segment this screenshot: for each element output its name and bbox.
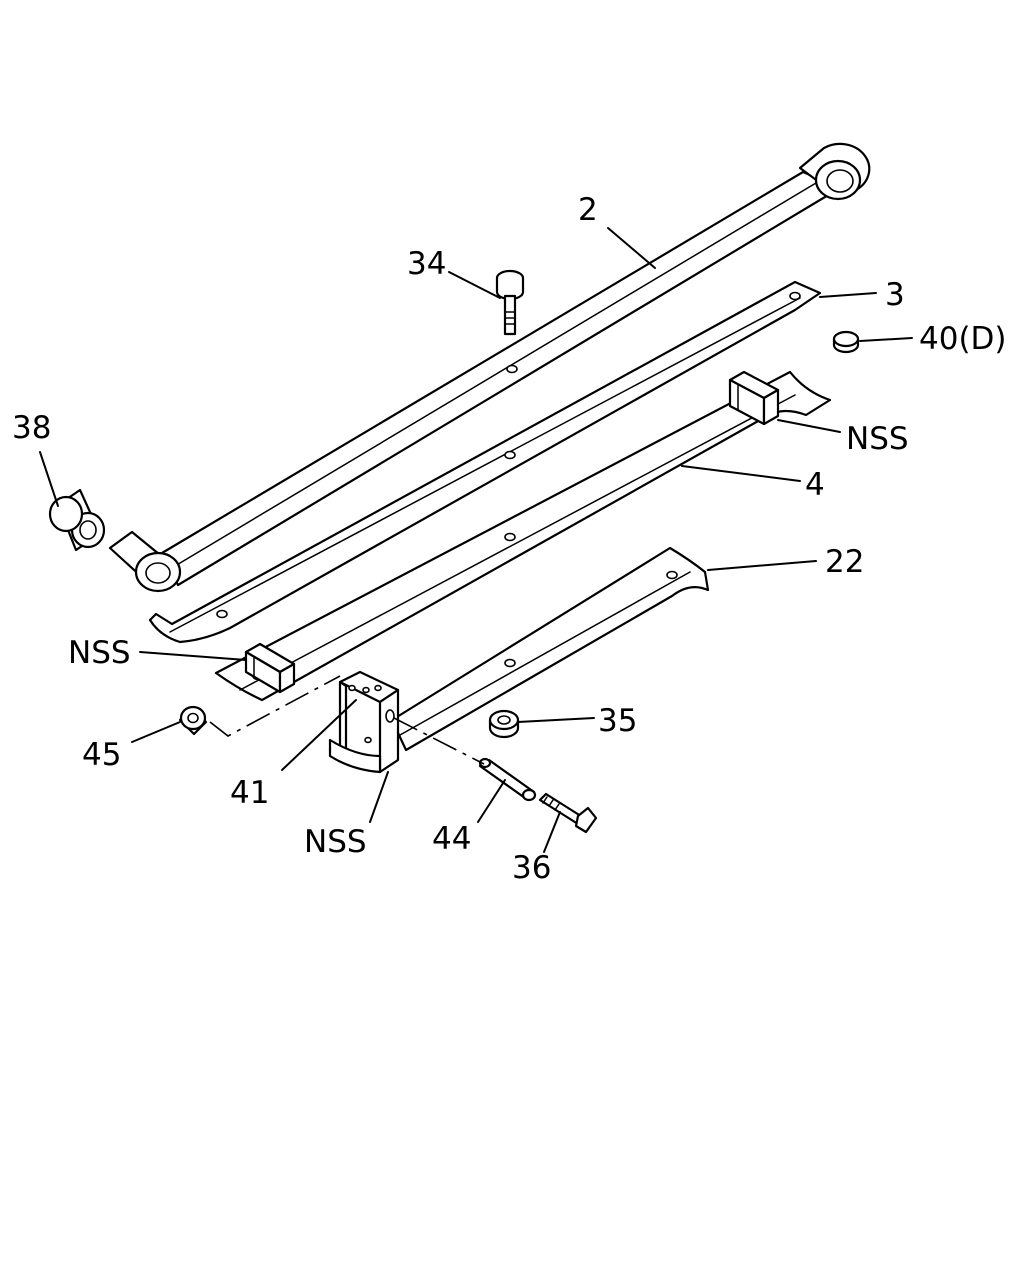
assembly-centerline-right — [393, 717, 485, 765]
callout-36: 36 — [512, 850, 551, 886]
callout-4: 4 — [805, 467, 825, 503]
second-leaf-part-3 — [148, 280, 822, 644]
callout-3: 3 — [885, 277, 905, 313]
callout-labels: 2 34 3 40(D) NSS 4 22 38 NSS 35 45 41 NS… — [12, 192, 1007, 886]
cap-part-40d — [832, 330, 860, 354]
callout-nss-bottom: NSS — [304, 824, 367, 860]
callout-40d: 40(D) — [919, 321, 1007, 357]
callout-34: 34 — [407, 246, 446, 282]
nut-part-35 — [488, 709, 520, 739]
callout-44: 44 — [432, 821, 471, 857]
spacer-part-45 — [178, 705, 208, 736]
bushing-part-38 — [48, 488, 106, 552]
center-bolt-hole — [506, 364, 518, 374]
rebound-bracket — [328, 670, 400, 774]
callout-45: 45 — [82, 737, 121, 773]
callout-38: 38 — [12, 410, 51, 446]
rebound-clip-left — [244, 642, 296, 694]
leader-lines — [39, 227, 913, 853]
assembly-centerline-left — [209, 675, 341, 737]
bolt-part-36 — [538, 792, 598, 834]
callout-41: 41 — [230, 775, 269, 811]
rebound-clip-right — [728, 370, 780, 426]
callout-nss-left: NSS — [68, 635, 131, 671]
callout-2: 2 — [578, 192, 598, 228]
callout-nss-right: NSS — [846, 421, 909, 457]
lower-leaf-part-22 — [390, 546, 710, 752]
right-spring-eye — [798, 142, 871, 201]
main-leaf-part-2 — [108, 142, 871, 593]
callout-35: 35 — [598, 703, 637, 739]
center-bolt-part-34 — [495, 269, 525, 336]
callout-22: 22 — [825, 544, 864, 580]
sleeve-part-44 — [478, 757, 537, 802]
left-spring-eye — [108, 530, 182, 593]
